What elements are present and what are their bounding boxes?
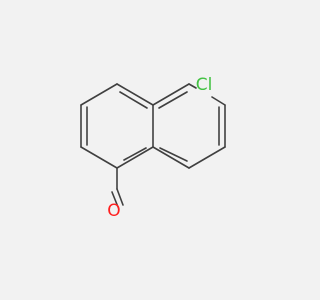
- bond-ring-a-2: [80, 146, 118, 169]
- bond-ring-a-inner-1: [123, 147, 147, 161]
- bond-ring-b-inner-1: [158, 91, 188, 109]
- bond-ring-b-1: [152, 83, 190, 106]
- bond-ring-b-inner-3: [159, 147, 188, 162]
- chlorine-atom-label: Cl: [196, 75, 213, 95]
- bond-carbonyl-1: [116, 188, 124, 206]
- structure-canvas: Cl O: [80, 75, 226, 221]
- oxygen-atom-label: O: [107, 201, 120, 221]
- bond-ring-a-4: [80, 83, 118, 106]
- bond-ring-b-6: [152, 146, 190, 169]
- molecule-structure: Cl O: [80, 75, 226, 221]
- bond-carbonyl-2: [111, 191, 119, 208]
- bond-ring-b-3: [211, 96, 226, 106]
- bond-ring-a-5: [116, 83, 154, 106]
- bond-ring-b-5: [188, 146, 226, 169]
- bond-ring-a-inner-3: [119, 91, 148, 109]
- bond-ring-b-2: [188, 83, 197, 89]
- bond-layer: [80, 83, 226, 208]
- bond-ring-a-1: [116, 146, 154, 169]
